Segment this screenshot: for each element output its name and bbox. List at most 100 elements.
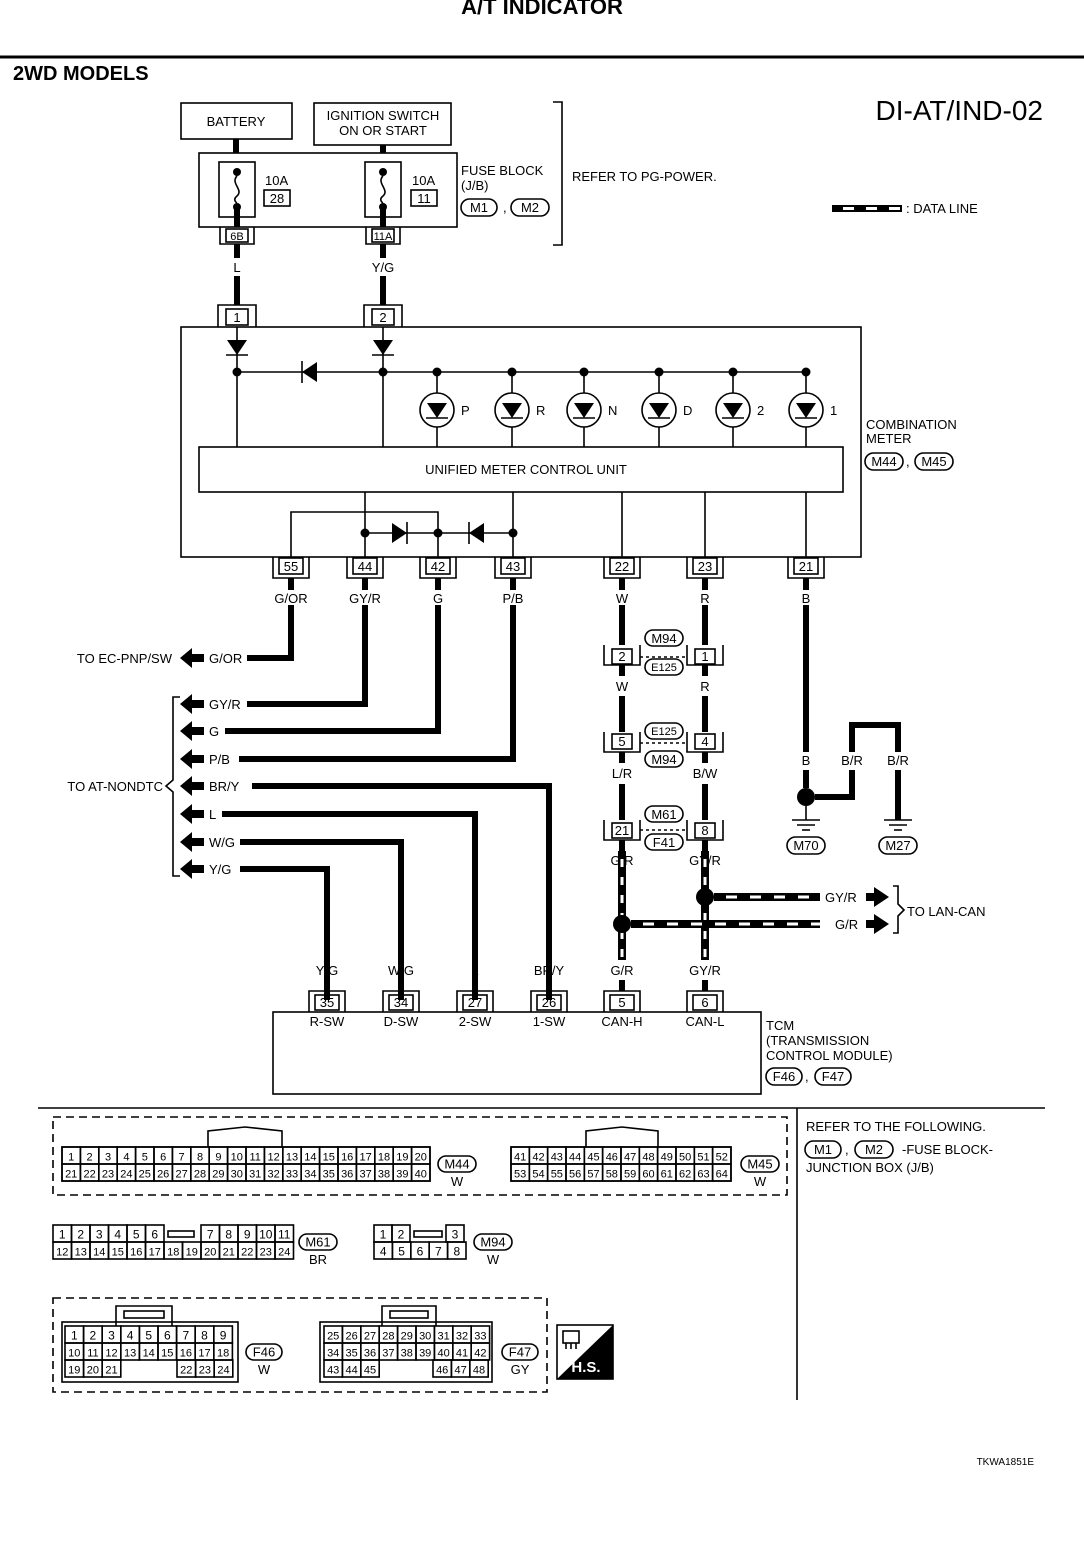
page-title: A/T INDICATOR — [461, 0, 623, 19]
connector-cell: 1 — [71, 1329, 78, 1343]
connector-cell: 43 — [551, 1152, 563, 1164]
diode-icon — [301, 361, 317, 383]
connector-cell: 29 — [212, 1169, 224, 1181]
tcm-wire-color: Y/G — [316, 963, 338, 978]
led-label: D — [683, 403, 692, 418]
connector-cell: 24 — [278, 1247, 290, 1259]
connector-cell: 7 — [179, 1152, 185, 1164]
connector-cell: 23 — [260, 1247, 272, 1259]
power-bracket — [553, 101, 563, 246]
connector-cell: 2 — [90, 1329, 97, 1343]
connector-cell: 3 — [452, 1228, 459, 1242]
harness-side-icon: H.S. — [556, 1324, 614, 1380]
connector-cell: 37 — [382, 1348, 394, 1360]
connector-cell: 58 — [606, 1169, 618, 1181]
connector-cell: 47 — [454, 1365, 466, 1377]
connector-cell: 5 — [398, 1245, 405, 1259]
connector-cell: 30 — [231, 1169, 243, 1181]
indicator-led-icon — [641, 392, 677, 428]
connector-cell: 6 — [151, 1228, 158, 1242]
tcm-conn-f46: F46 — [773, 1069, 795, 1084]
inline-pin-4: 4 — [701, 734, 708, 749]
connector-cell: 14 — [93, 1247, 105, 1259]
ignition-label-1: IGNITION SWITCH — [327, 108, 440, 123]
at-output-color: Y/G — [209, 862, 231, 877]
connector-cell: 40 — [415, 1169, 427, 1181]
connector-cell: 26 — [345, 1331, 357, 1343]
lan-color-gyr: GY/R — [825, 890, 857, 905]
tcm-wire-color: BR/Y — [534, 963, 565, 978]
connector-cell: 2 — [87, 1152, 93, 1164]
unified-meter-label: UNIFIED METER CONTROL UNIT — [425, 462, 627, 477]
inline-pin-2: 2 — [618, 649, 625, 664]
refer-pg-power: REFER TO PG-POWER. — [572, 169, 717, 184]
connector-cell: 6 — [160, 1152, 166, 1164]
tcm-label-3: CONTROL MODULE) — [766, 1048, 893, 1063]
meter-label-1: COMBINATION — [866, 417, 957, 432]
connector-name: M61 — [305, 1235, 330, 1250]
connector-cell: 12 — [267, 1152, 279, 1164]
connector-cell: 18 — [167, 1247, 179, 1259]
connector-cell: 11 — [249, 1152, 260, 1164]
refer-fuse-block: -FUSE BLOCK- — [902, 1142, 993, 1157]
connector-cell: 16 — [180, 1348, 192, 1360]
combination-meter — [180, 326, 862, 558]
refer-following: REFER TO THE FOLLOWING. — [806, 1119, 986, 1134]
connector-cell: 9 — [215, 1152, 221, 1164]
meter-pin: 43 — [506, 559, 520, 574]
indicator-led-icon — [715, 392, 751, 428]
arrow-right-icon — [866, 887, 889, 907]
inline-m94-b: M94 — [651, 752, 676, 767]
connector-cell: 12 — [105, 1348, 117, 1360]
connector-cell: 15 — [112, 1247, 124, 1259]
meter-pin-color: W — [616, 591, 629, 606]
meter-pin-color: P/B — [503, 591, 524, 606]
connector-cell: 28 — [382, 1331, 394, 1343]
connector-cell: 17 — [149, 1247, 161, 1259]
connector-cell: 13 — [286, 1152, 298, 1164]
inline-e125: E125 — [651, 662, 677, 674]
arrow-left-icon — [180, 859, 204, 879]
fuse-11-number: 11 — [417, 191, 431, 206]
connector-cell: 4 — [380, 1245, 387, 1259]
connector-cell: 2 — [77, 1228, 84, 1242]
tcm-wire-color: W/G — [388, 963, 414, 978]
inline-pin-5: 5 — [618, 734, 625, 749]
tcm-pin-name: CAN-H — [601, 1014, 642, 1029]
tcm-wire-color: L — [471, 963, 478, 978]
connector-cell: 54 — [532, 1169, 544, 1181]
connector-name: F47 — [509, 1345, 531, 1360]
connector-cell: 7 — [183, 1329, 190, 1343]
connector-cell: 34 — [304, 1169, 316, 1181]
connector-cell: 17 — [359, 1152, 371, 1164]
connector-cell: 2 — [398, 1228, 405, 1242]
connector-cell: 62 — [679, 1169, 691, 1181]
connector-cell: 18 — [378, 1152, 390, 1164]
connector-cell: 12 — [56, 1247, 68, 1259]
connector-color: W — [451, 1174, 464, 1189]
connector-cell: 21 — [65, 1169, 77, 1181]
tcm-pin-name: 2-SW — [459, 1014, 492, 1029]
ec-wire-color: G/OR — [209, 651, 242, 666]
indicator-led-icon — [566, 392, 602, 428]
connector-cell: 24 — [217, 1365, 229, 1377]
meter-conn-m45: M45 — [921, 454, 946, 469]
connector-cell: 41 — [514, 1152, 526, 1164]
connector-cell: 22 — [83, 1169, 95, 1181]
connector-cell: 48 — [473, 1365, 485, 1377]
connector-cell: 6 — [164, 1329, 171, 1343]
connector-cell: 50 — [679, 1152, 691, 1164]
connector-cell: 46 — [436, 1365, 448, 1377]
arrow-left-icon — [180, 832, 204, 852]
meter-pin: 42 — [431, 559, 445, 574]
led-label: 1 — [830, 403, 837, 418]
at-output-color: W/G — [209, 835, 235, 850]
meter-pin-color: R — [700, 591, 709, 606]
connector-cell: 53 — [514, 1169, 526, 1181]
fuse-28-amps: 10A — [265, 173, 288, 188]
connector-cell: 16 — [130, 1247, 142, 1259]
diagram-id: DI-AT/IND-02 — [876, 95, 1044, 126]
meter-pin-color: G — [433, 591, 443, 606]
comma: , — [906, 454, 910, 469]
connector-cell: 35 — [323, 1169, 335, 1181]
